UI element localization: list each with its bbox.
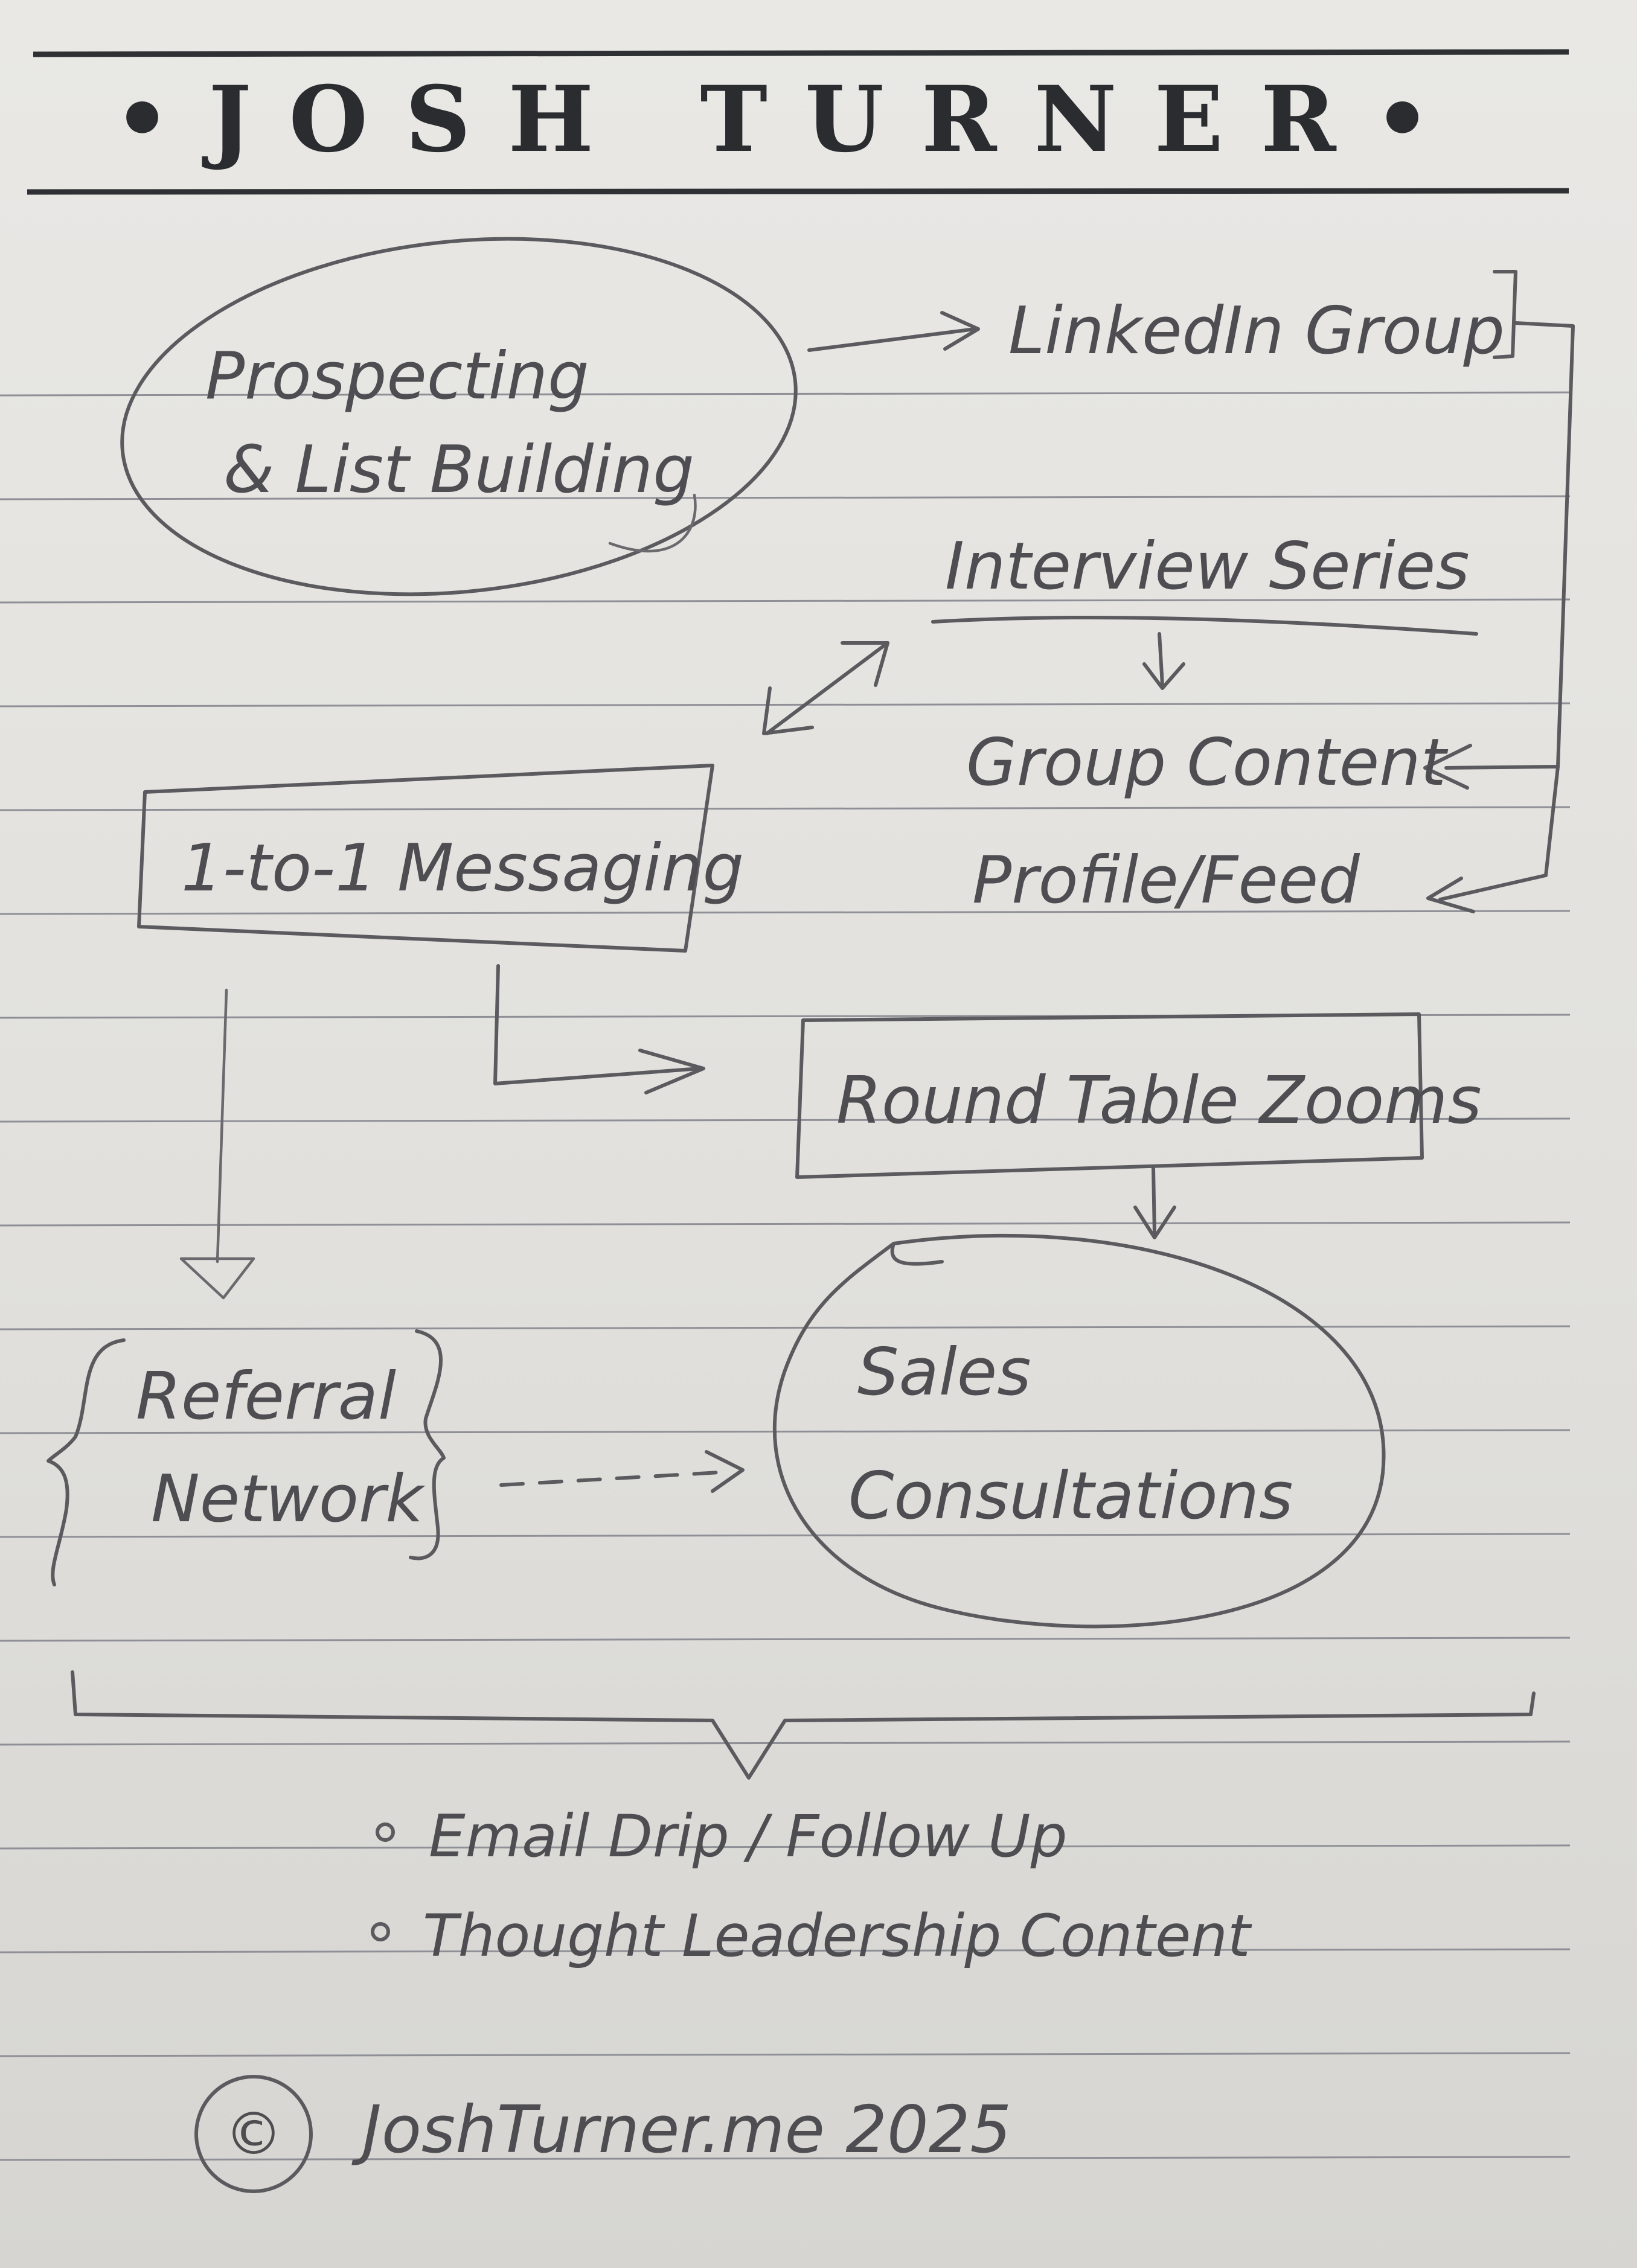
- double-arrow-messaging-content: [762, 641, 889, 735]
- round-table-box: [795, 1012, 1424, 1179]
- interview-series-label: Interview Series: [945, 529, 1470, 604]
- round-table-label: Round Table Zooms: [836, 1063, 1482, 1139]
- copyright-circle: [194, 2075, 313, 2193]
- referral-label-2: Network: [151, 1461, 426, 1537]
- arrow-prospecting-to-linkedin: [807, 311, 980, 352]
- profile-feed-label: Profile/Feed: [972, 843, 1360, 918]
- arrow-interview-to-group-content: [1142, 632, 1185, 690]
- sales-circle: [772, 1233, 1386, 1629]
- prospecting-label-1: Prospecting: [205, 339, 589, 414]
- arrow-roundtable-to-sales: [1133, 1166, 1176, 1239]
- bottom-brace: [71, 1670, 1536, 1780]
- header-title: •JOSH TURNER•: [114, 66, 1469, 173]
- bullet-marker: [371, 1922, 390, 1941]
- ruled-lines: [0, 391, 1571, 2161]
- sales-label-1: Sales: [857, 1335, 1031, 1410]
- arrow-messaging-to-roundtable: [493, 964, 705, 1094]
- bullet-item: Thought Leadership Content: [423, 1902, 1252, 1970]
- messaging-label: 1-to-1 Messaging: [181, 831, 744, 906]
- bullet-marker: [376, 1822, 395, 1842]
- notebook-header: •JOSH TURNER•: [27, 49, 1569, 195]
- footer-copyright: © JoshTurner.me 2025: [194, 2075, 1011, 2193]
- linkedin-group-label: LinkedIn Group: [1008, 293, 1505, 369]
- copyright-text: JoshTurner.me 2025: [351, 2092, 1011, 2168]
- copyright-symbol: ©: [225, 2100, 283, 2168]
- referral-left-brace: [46, 1338, 126, 1586]
- referral-label-1: Referral: [136, 1359, 396, 1434]
- arrow-messaging-to-referral: [179, 988, 255, 1300]
- linkedin-bracket: [1493, 270, 1517, 359]
- bullet-item: Email Drip / Follow Up: [429, 1803, 1068, 1870]
- prospecting-label-2: & List Building: [223, 432, 694, 508]
- messaging-box: [137, 764, 714, 953]
- bullet-list: Email Drip / Follow Up Thought Leadershi…: [371, 1803, 1252, 1970]
- connector-linkedin-to-content: [1423, 321, 1575, 913]
- prospecting-oval: [120, 237, 798, 596]
- sales-label-2: Consultations: [848, 1458, 1293, 1534]
- prospecting-oval-tail: [608, 493, 697, 553]
- referral-right-brace: [409, 1329, 446, 1560]
- group-content-label: Group Content: [966, 725, 1449, 800]
- dashed-arrow-referral-to-sales: [499, 1450, 745, 1493]
- interview-series-underline: [931, 615, 1478, 636]
